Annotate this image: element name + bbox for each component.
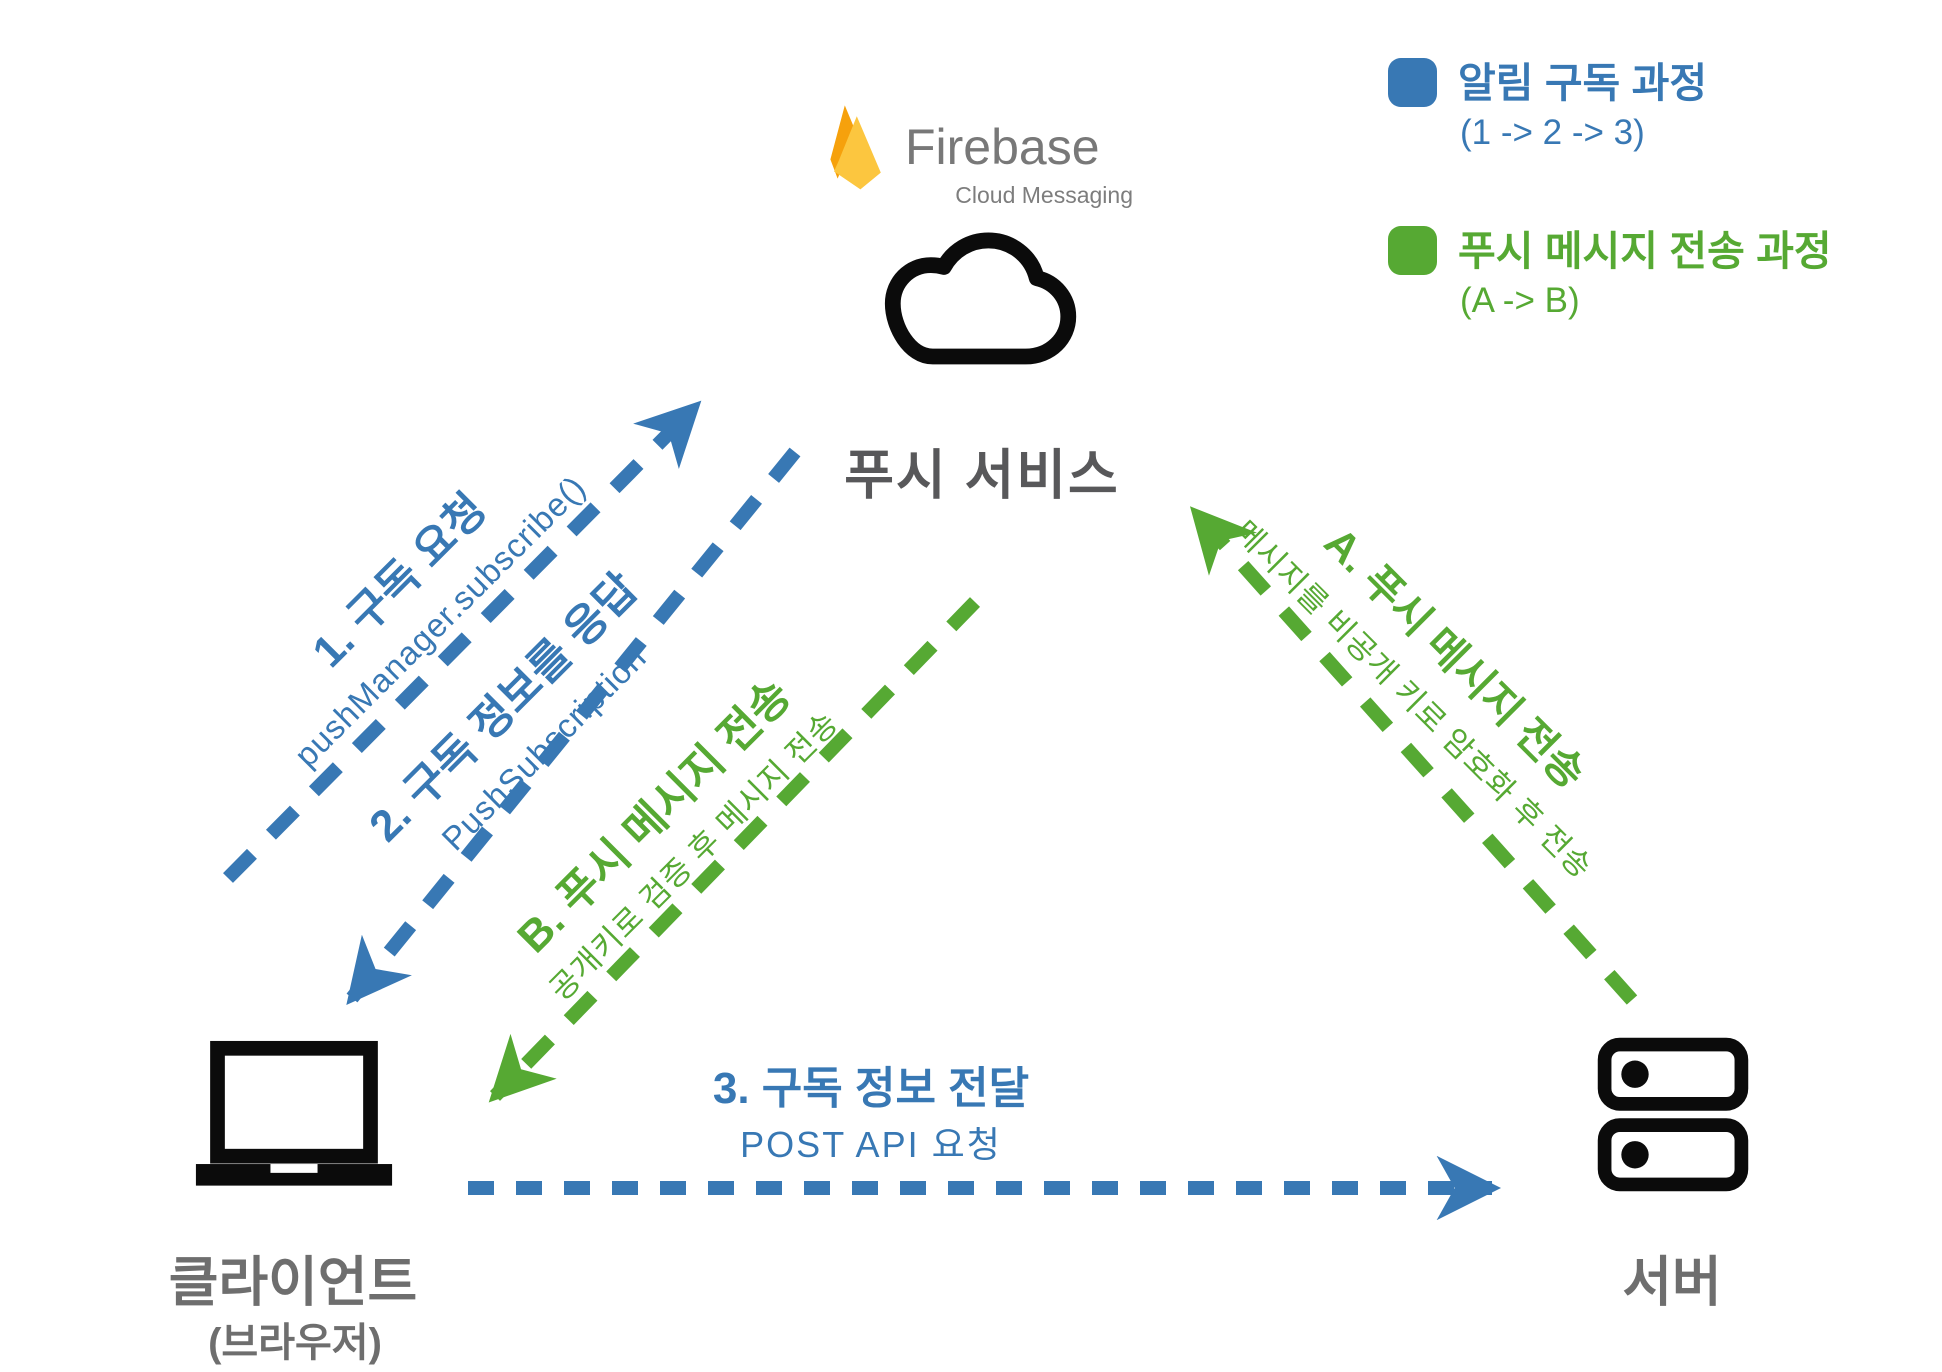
client-laptop-icon	[195, 1040, 393, 1186]
legend-label-push: 푸시 메시지 전송 과정	[1458, 228, 1832, 274]
legend-sequence-push: (A -> B)	[1460, 281, 1580, 320]
arrow-step1	[223, 400, 702, 883]
push-service-label: 푸시 서비스	[844, 445, 1120, 506]
client-node	[192, 1040, 396, 1195]
server-rack-icon	[1597, 1037, 1749, 1192]
client-label: 클라이언트	[168, 1252, 418, 1313]
legend-swatch-push	[1388, 226, 1437, 275]
client-sublabel: (브라우저)	[208, 1321, 382, 1365]
push-service-node	[877, 232, 1085, 382]
firebase-subtitle: Cloud Messaging	[955, 182, 1133, 208]
server-node	[1597, 1036, 1749, 1198]
firebase-logo	[828, 100, 888, 201]
legend-label-subscription: 알림 구독 과정	[1458, 60, 1708, 106]
arrow-step3-label: 3. 구독 정보 전달 POST API 요청	[561, 1067, 1181, 1163]
server-label: 서버	[1622, 1252, 1722, 1313]
legend-sequence-subscription: (1 -> 2 -> 3)	[1460, 113, 1645, 152]
arrow-step3-title: 3. 구독 정보 전달	[712, 1064, 1030, 1113]
firebase-wordmark: Firebase	[905, 119, 1100, 175]
arrow-stepA	[1189, 506, 1638, 1005]
arrow-stepB	[488, 597, 981, 1103]
arrow-step3-subtitle: POST API 요청	[740, 1124, 1002, 1165]
legend-swatch-subscription	[1388, 58, 1437, 107]
firebase-flame-icon	[830, 105, 881, 190]
push-service-cloud-icon	[884, 232, 1077, 365]
